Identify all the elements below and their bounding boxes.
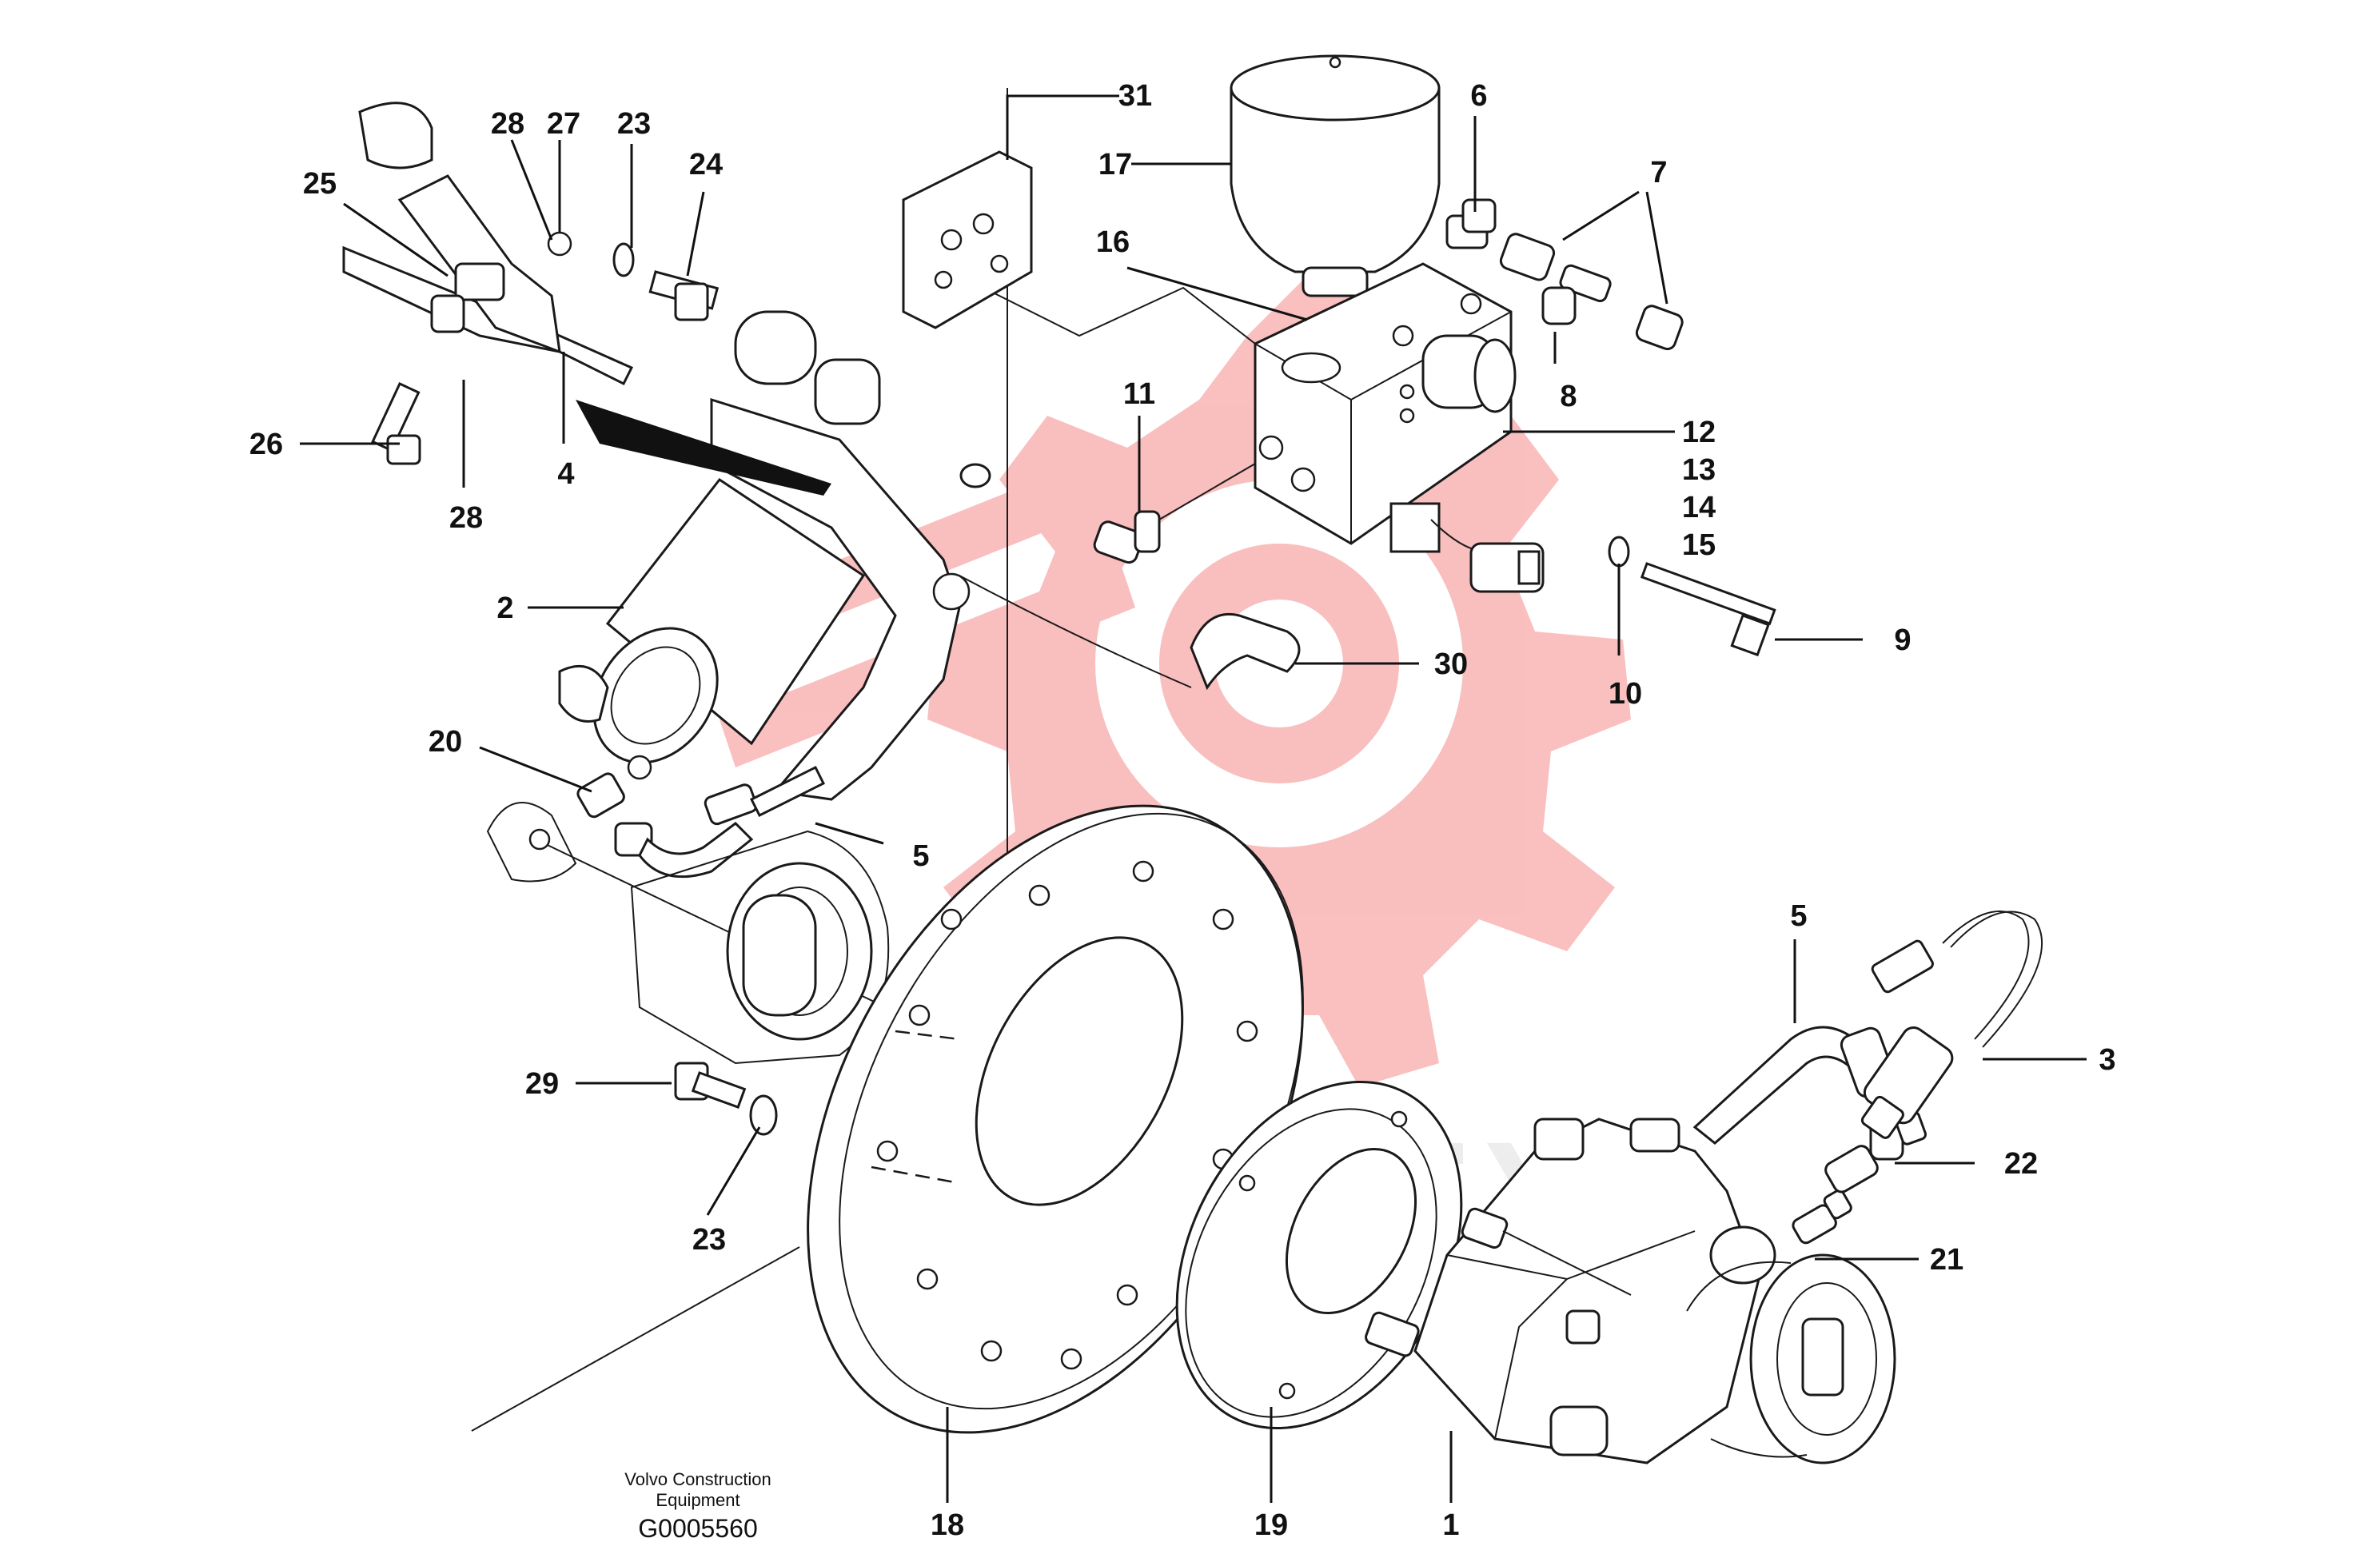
callout-8: 8 xyxy=(1560,380,1577,413)
callout-20: 20 xyxy=(429,725,462,759)
callout-18: 18 xyxy=(931,1508,964,1542)
callout-23-top: 23 xyxy=(617,107,651,141)
callout-29: 29 xyxy=(525,1067,559,1101)
plate-31-part xyxy=(902,150,1033,329)
washer-23-lower-part xyxy=(749,1094,778,1136)
callout-1: 1 xyxy=(1442,1508,1459,1542)
caption-figure-code: G0005560 xyxy=(638,1514,757,1543)
tube-30-part xyxy=(959,575,1301,691)
washer-10-part xyxy=(1608,536,1630,568)
screw-24-part xyxy=(648,270,720,321)
callout-6: 6 xyxy=(1470,79,1487,113)
screw-26-part xyxy=(371,382,421,465)
caption-company-line1: Volvo Construction xyxy=(624,1469,771,1489)
fitting-11-part xyxy=(959,463,1256,564)
callout-16: 16 xyxy=(1096,225,1130,259)
valve-block-part xyxy=(1254,262,1517,553)
callout-labels: 31 17 6 7 16 28 27 23 24 25 11 12 13 14 … xyxy=(249,79,2116,1542)
bolt-9-part xyxy=(1640,562,1776,657)
callout-10: 10 xyxy=(1609,677,1642,711)
callout-15: 15 xyxy=(1682,528,1716,562)
callout-2: 2 xyxy=(496,592,513,625)
callout-30: 30 xyxy=(1434,648,1468,681)
bracket-4-part xyxy=(342,102,634,386)
fitting-21-part xyxy=(1792,1189,1852,1245)
callout-31: 31 xyxy=(1118,79,1152,113)
washer-23-upper-part xyxy=(612,242,635,277)
connector-part xyxy=(1430,519,1545,593)
callout-26: 26 xyxy=(249,428,283,461)
hub-housing-part xyxy=(486,802,890,1065)
callout-4: 4 xyxy=(557,457,574,491)
fitting-6-part xyxy=(1445,198,1497,249)
pump-2-part xyxy=(558,477,866,780)
callout-5-upper: 5 xyxy=(912,839,929,873)
sensor-3-part xyxy=(1860,910,2043,1139)
axis-dash xyxy=(871,1166,960,1185)
callout-28-bottom: 28 xyxy=(449,501,483,535)
callout-9: 9 xyxy=(1894,624,1911,657)
callout-22: 22 xyxy=(2004,1147,2038,1181)
callout-5-lower: 5 xyxy=(1790,899,1807,933)
callout-21: 21 xyxy=(1930,1243,1963,1277)
callout-11: 11 xyxy=(1123,377,1155,411)
bracket-arm-part xyxy=(710,310,971,801)
fitting-20-part xyxy=(576,772,653,857)
callout-19: 19 xyxy=(1254,1508,1288,1542)
callout-3: 3 xyxy=(2099,1043,2115,1077)
accumulator-part xyxy=(1230,54,1441,297)
fitting-7-part xyxy=(1499,233,1684,351)
callout-7: 7 xyxy=(1650,156,1667,189)
callout-17: 17 xyxy=(1098,148,1132,181)
callout-28-top: 28 xyxy=(491,107,524,141)
parts-line-art xyxy=(342,54,2043,1464)
hose-5-upper-part xyxy=(638,765,826,879)
caliper-1-part xyxy=(1365,1118,1896,1464)
callout-13: 13 xyxy=(1682,453,1716,487)
ground-line xyxy=(471,1246,800,1432)
figure-caption: Volvo Construction Equipment G0005560 xyxy=(624,1469,771,1543)
axis-dash-2 xyxy=(895,1030,960,1041)
leader-lines xyxy=(300,94,2087,1503)
pointer-arrow xyxy=(576,400,831,496)
caption-company-line2: Equipment xyxy=(656,1490,740,1510)
callout-23-bottom: 23 xyxy=(692,1223,726,1257)
screw-29-part xyxy=(674,1062,747,1109)
callout-25: 25 xyxy=(303,167,337,201)
callout-12: 12 xyxy=(1682,416,1716,449)
callout-27: 27 xyxy=(547,107,580,141)
fitting-8-part xyxy=(1541,286,1577,325)
routing-line xyxy=(951,271,1256,345)
callout-24: 24 xyxy=(689,148,723,181)
callout-14: 14 xyxy=(1682,491,1716,524)
